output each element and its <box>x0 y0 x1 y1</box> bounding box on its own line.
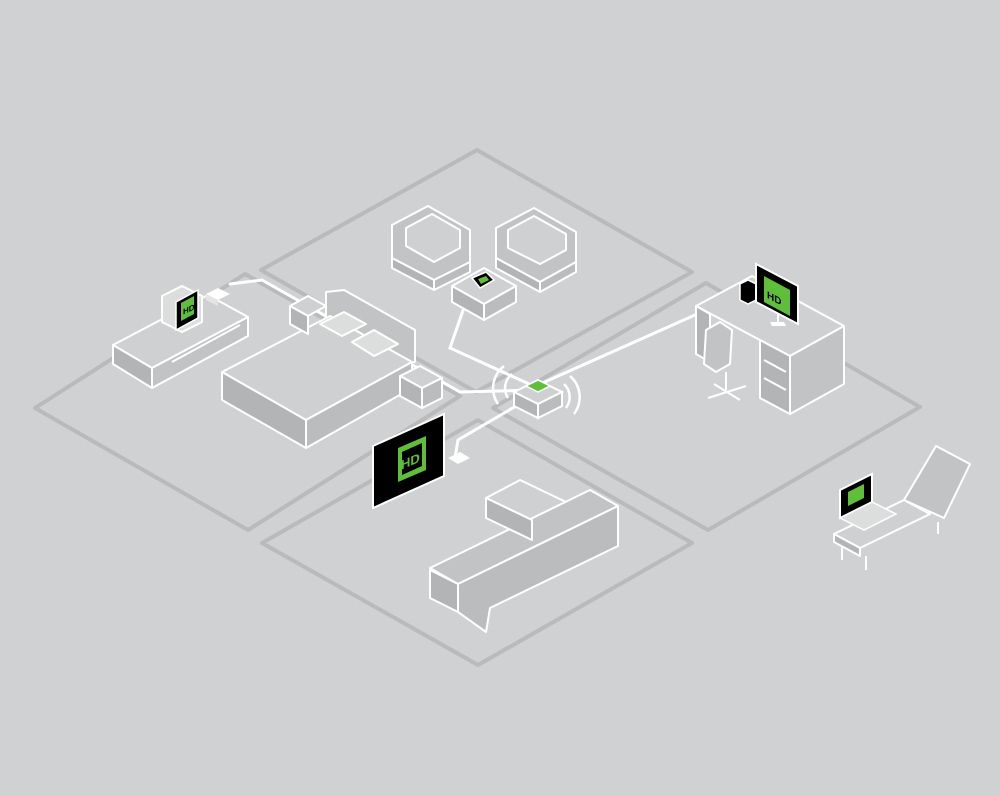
desktop-tower[interactable] <box>739 279 757 305</box>
office-furniture <box>695 275 845 415</box>
sectional-sofa <box>429 479 619 633</box>
desk <box>695 275 845 415</box>
set-top-box <box>206 288 230 306</box>
lounge-furniture <box>429 479 619 633</box>
armchair-right <box>495 207 577 293</box>
room-lounge-bottom <box>260 418 694 667</box>
laptop[interactable] <box>838 472 898 531</box>
wireless-hub[interactable] <box>491 365 581 420</box>
main-tv[interactable]: HD <box>372 412 445 510</box>
nightstand-right <box>399 365 443 409</box>
bedroom-tv[interactable]: HD <box>161 284 203 334</box>
nightstand-left <box>289 295 327 335</box>
lounge-chair <box>833 445 971 570</box>
bed <box>221 289 416 449</box>
room-office-right <box>491 281 922 532</box>
desk-monitor[interactable]: HD <box>755 262 799 326</box>
office-chair <box>703 321 747 401</box>
bedroom-tv-label: HD <box>183 302 195 317</box>
armchair-left <box>391 205 471 291</box>
cable-to-tv <box>453 393 537 460</box>
tablet[interactable] <box>470 271 496 289</box>
tv-receiver <box>448 452 470 464</box>
living-room-furniture <box>391 205 577 321</box>
